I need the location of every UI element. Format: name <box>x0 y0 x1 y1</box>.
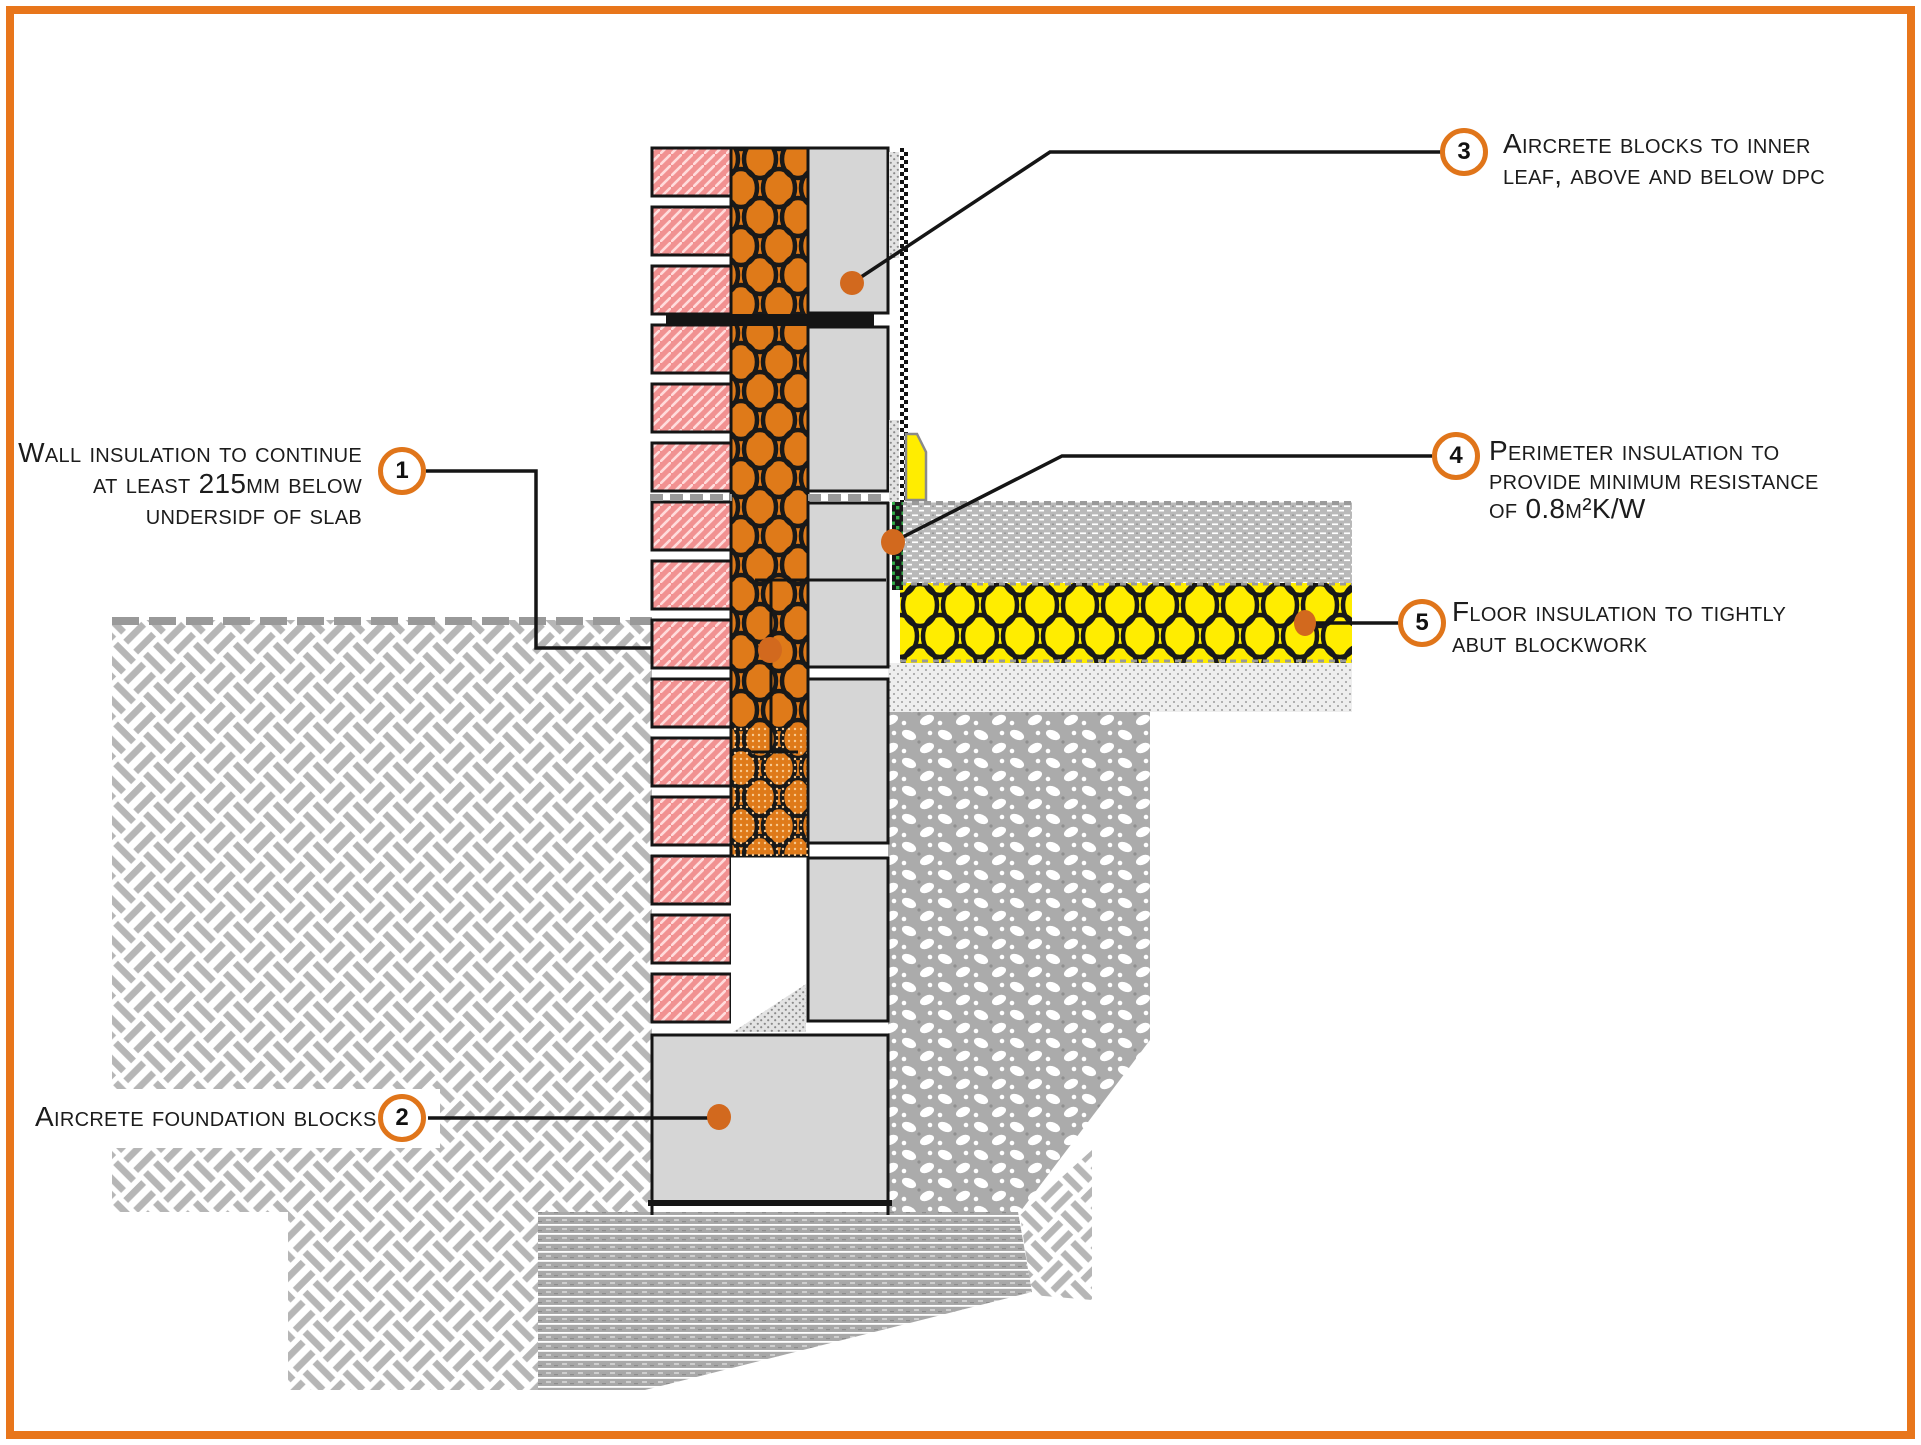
cavity-fill-concrete <box>733 984 806 1032</box>
label-line: Aircrete blocks to inner <box>1503 128 1811 159</box>
label-foundation-blocks: Aircrete foundation blocks <box>35 1101 377 1132</box>
label-line: provide minimum resistance <box>1489 464 1819 495</box>
brick-course <box>650 913 733 965</box>
brick-course <box>650 618 733 670</box>
label-line: at least 215mm below <box>92 468 362 499</box>
brick-course <box>650 500 733 552</box>
brick-course <box>650 972 733 1024</box>
label-line: abut blockwork <box>1452 627 1648 658</box>
hardcore-fill <box>888 712 1150 1212</box>
aircrete-block <box>806 325 890 493</box>
leader-dot-2 <box>707 1104 731 1130</box>
sand-blinding-layer <box>888 663 1352 712</box>
subsoil-hatch-right-patch <box>1020 1150 1092 1300</box>
leader-lines <box>428 150 1441 1120</box>
floor-insulation-band <box>900 583 1352 663</box>
label-line: Aircrete foundation blocks <box>35 1101 377 1132</box>
brick-course <box>650 795 733 847</box>
callout-circle-5: 5 <box>1398 599 1446 647</box>
brick-course <box>650 382 733 434</box>
callout-circle-3: 3 <box>1440 128 1488 176</box>
dpc-black-band <box>666 314 874 326</box>
plaster-dab-upper <box>889 152 899 258</box>
label-line: Perimeter insulation to <box>1489 435 1780 466</box>
wall-assembly <box>648 146 928 1215</box>
leader-line-4 <box>892 454 1432 544</box>
callout-number: 1 <box>395 457 409 484</box>
aircrete-inner-leaf <box>806 146 890 1023</box>
label-perimeter-insulation: Perimeter insulation to provide minimum … <box>1489 436 1819 523</box>
label-2-background-band <box>16 1089 440 1148</box>
callout-number: 3 <box>1457 138 1471 165</box>
brick-course <box>650 441 733 493</box>
callout-number: 4 <box>1449 442 1463 469</box>
brick-course <box>650 323 733 375</box>
leader-line-3 <box>851 150 1441 285</box>
label-line: undersidf of slab <box>145 499 362 530</box>
label-wall-insulation: Wall insulation to continue at least 215… <box>17 437 362 530</box>
perimeter-insulation-upstand <box>904 432 928 502</box>
brick-course <box>650 264 733 316</box>
plaster-dab-lower <box>889 420 899 502</box>
brick-course <box>650 205 733 257</box>
label-line: of 0.8m²K/W <box>1489 493 1646 524</box>
membrane-vertical-strip <box>900 148 908 502</box>
brick-course <box>650 854 733 906</box>
label-line: Wall insulation to continue <box>18 437 362 468</box>
ground-and-floor-layers <box>16 501 1352 1390</box>
label-aircrete-inner-leaf: Aircrete blocks to inner leaf, above and… <box>1503 128 1825 190</box>
leader-dot-4 <box>881 529 905 555</box>
callout-number: 2 <box>395 1104 409 1131</box>
aircrete-block <box>806 501 890 669</box>
floor-slab <box>900 502 1352 583</box>
brick-course <box>650 736 733 788</box>
leader-dots <box>707 271 1316 1130</box>
callout-circle-1: 1 <box>378 447 426 495</box>
leader-dot-5 <box>1294 610 1316 636</box>
callout-circle-2: 2 <box>378 1094 426 1142</box>
callout-circle-4: 4 <box>1432 432 1480 480</box>
subsoil-hatch-lower <box>288 1212 538 1390</box>
brick-course <box>650 146 733 198</box>
leader-dot-3 <box>840 271 864 295</box>
label-line: Floor insulation to tightly <box>1452 596 1787 627</box>
brick-outer-leaf <box>650 146 733 1024</box>
aircrete-block <box>806 856 890 1023</box>
blinding-under-foundation <box>538 1212 1032 1390</box>
brick-course <box>650 559 733 611</box>
dimension-215mm <box>752 578 886 754</box>
brick-course <box>650 677 733 729</box>
leader-dot-1 <box>758 637 782 663</box>
aircrete-block <box>806 677 890 845</box>
label-line: leaf, above and below dpc <box>1503 159 1826 190</box>
callout-number: 5 <box>1415 609 1429 636</box>
label-floor-insulation: Floor insulation to tightly abut blockwo… <box>1452 596 1786 658</box>
